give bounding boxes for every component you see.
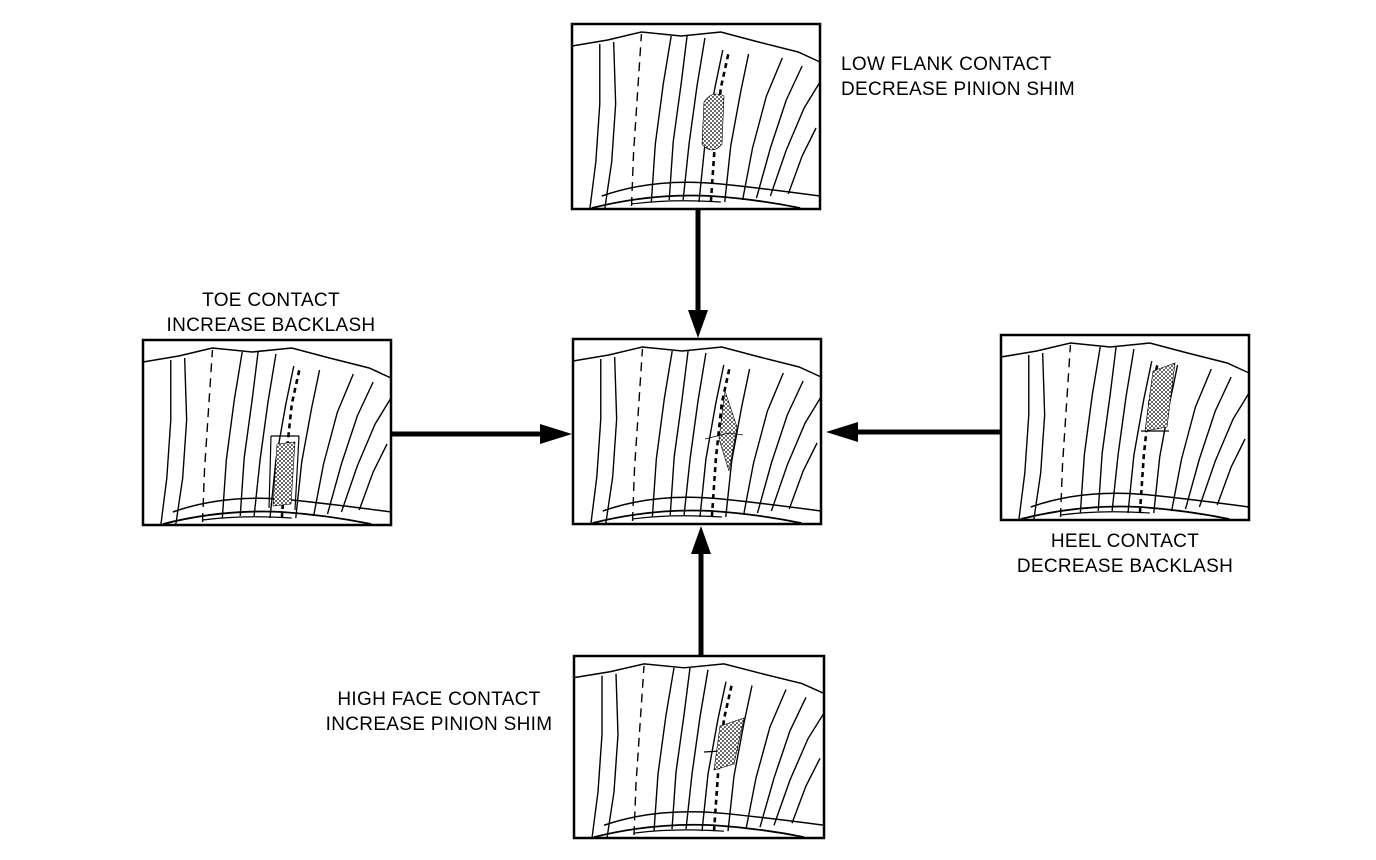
gear-panel-low-flank	[570, 22, 822, 211]
label-high-face-line2: INCREASE PINION SHIM	[325, 714, 553, 735]
gear-panel-center	[571, 337, 823, 526]
contact-pattern-heel	[1144, 362, 1176, 432]
gear-panel-heel	[999, 333, 1251, 522]
arrow-top-to-center	[688, 210, 708, 338]
label-toe-contact: TOE CONTACT INCREASE BACKLASH	[142, 288, 400, 338]
label-low-flank-line2: DECREASE PINION SHIM	[841, 79, 1076, 100]
arrow-right-to-center	[826, 422, 1002, 442]
contact-pattern-low-flank	[701, 93, 725, 151]
label-high-face-contact: HIGH FACE CONTACT INCREASE PINION SHIM	[308, 687, 570, 737]
gear-panel-toe	[141, 338, 393, 527]
label-high-face-line1: HIGH FACE CONTACT	[337, 689, 541, 710]
arrow-left-to-center	[390, 424, 572, 444]
label-toe-line2: INCREASE BACKLASH	[166, 315, 376, 336]
gear-panel-high-face	[572, 654, 826, 840]
label-low-flank-contact: LOW FLANK CONTACT DECREASE PINION SHIM	[841, 52, 1075, 102]
contact-pattern-toe	[272, 441, 296, 507]
label-toe-line1: TOE CONTACT	[202, 290, 340, 311]
label-heel-contact: HEEL CONTACT DECREASE BACKLASH	[990, 529, 1260, 579]
contact-pattern-high-face	[713, 717, 745, 771]
label-low-flank-line1: LOW FLANK CONTACT	[841, 54, 1052, 75]
label-heel-line2: DECREASE BACKLASH	[1016, 556, 1234, 577]
arrow-bottom-to-center	[691, 526, 711, 658]
label-heel-line1: HEEL CONTACT	[1050, 531, 1200, 552]
contact-pattern-center	[718, 390, 738, 472]
